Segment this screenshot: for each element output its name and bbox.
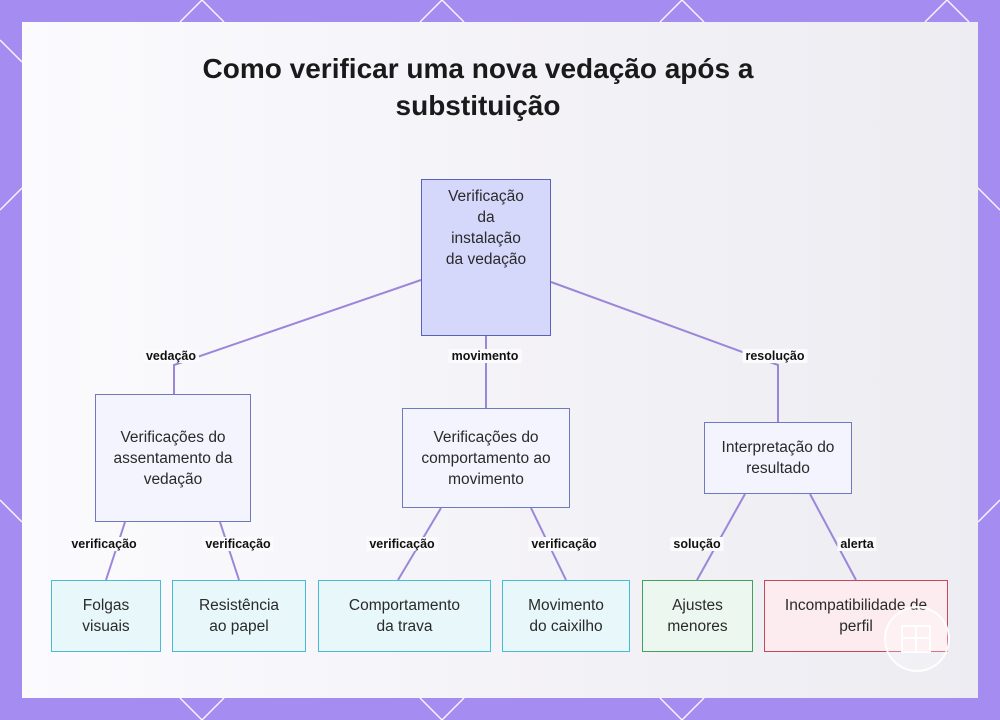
edge-label-verificacao-1: verificação — [68, 537, 140, 551]
node-latch-behavior: Comportamento da trava — [318, 580, 491, 652]
edge-label-resolucao: resolução — [742, 349, 808, 363]
node-paper-resistance: Resistência ao papel — [172, 580, 306, 652]
node-result-interpretation: Interpretação do resultado — [704, 422, 852, 494]
node-profile-label: Incompatibilidade de perfil — [784, 597, 928, 635]
edge-root-seating — [173, 279, 422, 394]
node-sash-movement: Movimento do caixilho — [502, 580, 630, 652]
edge-label-verificacao-2: verificação — [202, 537, 274, 551]
edge-result-profile — [809, 493, 857, 581]
node-gaps-label: Folgas visuais — [82, 597, 130, 635]
node-paper-label: Resistência ao papel — [198, 597, 280, 635]
node-latch-label: Comportamento da trava — [348, 597, 461, 635]
edge-root-result — [550, 281, 779, 422]
node-seating-label: Verificações do assentamento da vedação — [113, 428, 233, 488]
edge-label-verificacao-3: verificação — [366, 537, 438, 551]
edge-label-solucao: solução — [670, 537, 724, 551]
node-minor-adjustments: Ajustes menores — [642, 580, 753, 652]
edge-label-verificacao-4: verificação — [528, 537, 600, 551]
edge-label-vedacao: vedação — [142, 349, 200, 363]
edge-label-movimento: movimento — [448, 349, 522, 363]
node-minor-label: Ajustes menores — [667, 597, 728, 635]
edge-seating-paper — [219, 521, 240, 581]
edge-seating-gaps — [105, 521, 126, 581]
node-sash-label: Movimento do caixilho — [528, 597, 604, 635]
node-result-label: Interpretação do resultado — [721, 439, 835, 477]
node-movement-checks: Verificações do comportamento ao movimen… — [402, 408, 570, 508]
node-root-label: Verificação da instalação da vedação — [445, 188, 527, 268]
node-movement-label: Verificações do comportamento ao movimen… — [421, 428, 551, 488]
edge-label-alerta: alerta — [837, 537, 877, 551]
diagram-title: Como verificar uma nova vedação após a s… — [202, 53, 754, 121]
watermark-logo-icon — [884, 606, 950, 672]
node-root: Verificação da instalação da vedação — [421, 179, 551, 336]
node-visual-gaps: Folgas visuais — [51, 580, 161, 652]
node-seating-checks: Verificações do assentamento da vedação — [95, 394, 251, 522]
